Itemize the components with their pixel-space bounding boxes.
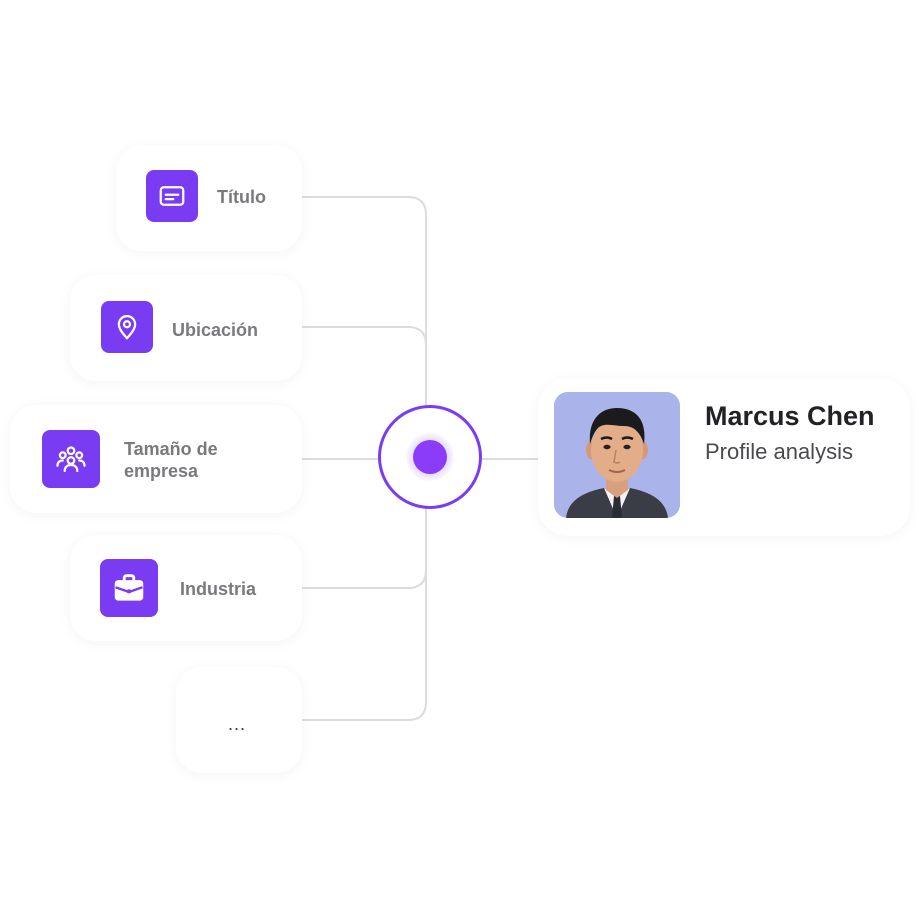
people-group-icon bbox=[56, 446, 86, 473]
more-criteria-ellipsis: ... bbox=[228, 714, 247, 734]
connector-more bbox=[302, 470, 427, 721]
connector-ubicacion bbox=[302, 326, 427, 346]
connector-titulo bbox=[302, 196, 427, 440]
criterion-icon-box-industria bbox=[100, 559, 158, 617]
person-photo-avatar bbox=[554, 392, 680, 518]
criterion-card-more bbox=[176, 667, 302, 773]
connector-industria bbox=[302, 569, 427, 589]
hub-node-icon bbox=[378, 405, 482, 509]
profile-subtitle: Profile analysis bbox=[705, 439, 853, 464]
criterion-icon-box-ubicacion bbox=[101, 301, 153, 353]
subtitles-icon bbox=[159, 186, 185, 206]
criterion-label-ubicacion: Ubicación bbox=[172, 320, 259, 340]
profile-name: Marcus Chen bbox=[705, 401, 875, 431]
location-pin-icon bbox=[117, 315, 137, 340]
criterion-label-tamano: Tamaño de empresa bbox=[124, 439, 218, 481]
hub-core bbox=[413, 440, 447, 474]
criterion-icon-box-tamano bbox=[42, 430, 100, 488]
criterion-label-industria: Industria bbox=[180, 579, 257, 599]
criterion-label-titulo: Título bbox=[217, 187, 266, 207]
briefcase-icon bbox=[114, 574, 144, 601]
criterion-card-titulo bbox=[116, 145, 302, 251]
criterion-icon-box-titulo bbox=[146, 170, 198, 222]
